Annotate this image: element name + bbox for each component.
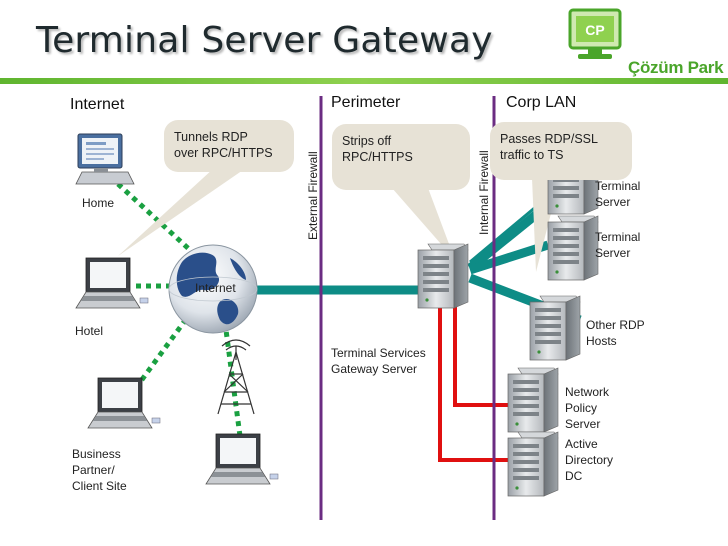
zone-label-perimeter: Perimeter xyxy=(331,94,401,111)
internal-firewall-label: Internal Firewall xyxy=(477,150,491,235)
label-hotel: Hotel xyxy=(75,324,104,338)
internet-globe-icon xyxy=(168,244,258,334)
label-active-directory: Active Directory DC xyxy=(565,437,614,483)
label-home: Home xyxy=(82,196,115,210)
wireless-tower-icon xyxy=(217,339,255,415)
partner-laptop-icon xyxy=(87,377,161,429)
green-band xyxy=(0,78,728,84)
hotel-laptop-icon xyxy=(75,257,149,309)
page-title: Terminal Server Gateway xyxy=(36,20,493,61)
label-gateway-server: Terminal Services Gateway Server xyxy=(331,346,426,376)
callout-tunnels-tail xyxy=(118,168,246,256)
red-links xyxy=(438,290,510,462)
logo-badge: CP xyxy=(585,22,604,38)
network-policy-server-icon xyxy=(507,367,559,433)
label-terminal-server-1: Terminal Server xyxy=(595,179,641,209)
terminal-server-2-icon xyxy=(547,215,599,281)
wireless-laptop-icon xyxy=(205,433,279,485)
callout-passes-rdp: Passes RDP/SSL traffic to TS xyxy=(490,122,632,180)
label-terminal-server-2: Terminal Server xyxy=(595,230,641,260)
home-computer-icon xyxy=(75,133,135,185)
callout-strips-tail xyxy=(392,188,455,260)
other-rdp-hosts-icon xyxy=(529,295,581,361)
external-firewall-label: External Firewall xyxy=(306,151,320,240)
zone-label-corp-lan: Corp LAN xyxy=(506,94,577,111)
callout-strips-rpc: Strips off RPC/HTTPS xyxy=(332,124,470,190)
label-business-partner: Business Partner/ Client Site xyxy=(72,447,127,493)
callout-tunnels-rdp: Tunnels RDP over RPC/HTTPS xyxy=(164,120,294,172)
zone-label-internet: Internet xyxy=(70,96,125,113)
active-directory-dc-icon xyxy=(507,431,559,497)
logo-brand-text: Çözüm Park xyxy=(628,58,724,77)
label-network-policy-server: Network Policy Server xyxy=(565,385,610,431)
label-internet-cloud: Internet xyxy=(195,281,236,295)
cozum-park-logo: CP xyxy=(568,8,622,59)
gateway-server-icon xyxy=(417,243,469,309)
label-other-rdp-hosts: Other RDP Hosts xyxy=(586,318,645,348)
